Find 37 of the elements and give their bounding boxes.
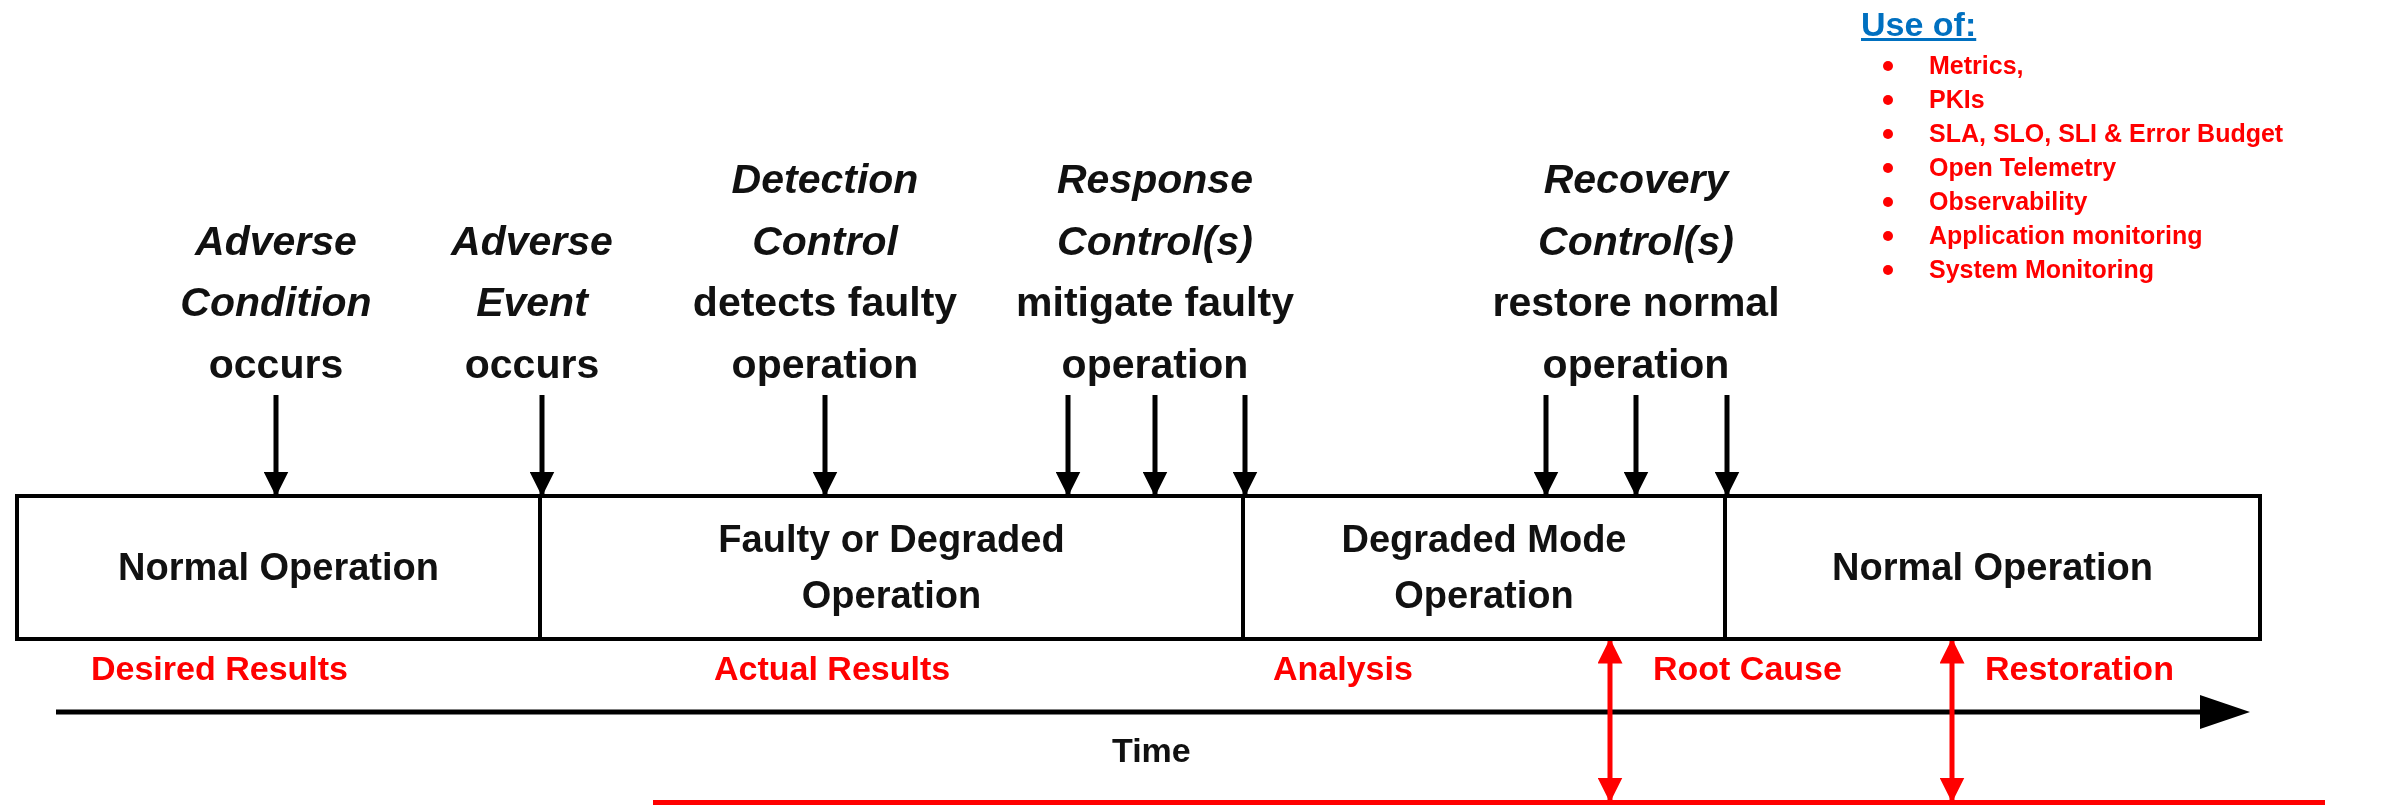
annotation-label: Restoration	[1985, 648, 2174, 689]
phase-segment	[1245, 494, 1727, 641]
event-label: Response Control(s) mitigate faulty operation	[1005, 30, 1305, 395]
event-label: Adverse Condition occurs	[146, 180, 406, 395]
list-item: PKIs	[1929, 84, 1985, 114]
annotation-label: Desired Results	[91, 648, 348, 689]
list-item: Observability	[1929, 186, 2088, 216]
baseline-bar	[653, 800, 2325, 805]
phase-label: Faulty or Degraded Operation	[717, 517, 1066, 618]
list-item: System Monitoring	[1929, 254, 2154, 284]
arrow	[529, 395, 555, 497]
phase-segment	[1727, 494, 2262, 641]
annotation-label: Time	[1112, 730, 1191, 771]
phase-segment	[15, 494, 542, 641]
annotation-label: Analysis	[1273, 648, 1413, 689]
arrow	[1055, 395, 1081, 497]
phase-label: Normal Operation	[1832, 544, 2153, 590]
list-item: Metrics,	[1929, 50, 2024, 80]
arrow	[1714, 395, 1740, 497]
list-item: Application monitoring	[1929, 220, 2203, 250]
list-heading: Use of:	[1861, 4, 1977, 45]
list-item: Open Telemetry	[1929, 152, 2117, 182]
phase-segment	[542, 494, 1245, 641]
arrow	[263, 395, 289, 497]
event-label: Detection Control detects faulty operation	[685, 30, 965, 395]
arrow	[1232, 395, 1258, 497]
arrow	[1142, 395, 1168, 497]
arrow	[1533, 395, 1559, 497]
annotation-label: Root Cause	[1653, 648, 1842, 689]
phase-label: Normal Operation	[118, 544, 439, 590]
event-label: Recovery Control(s) restore normal operation	[1486, 30, 1786, 395]
annotation-label: Actual Results	[714, 648, 951, 689]
phase-label: Degraded Mode Operation	[1340, 517, 1628, 618]
event-label: Adverse Event occurs	[422, 180, 642, 395]
arrow	[812, 395, 838, 497]
arrow	[1623, 395, 1649, 497]
list-item: SLA, SLO, SLI & Error Budget	[1929, 118, 2284, 148]
